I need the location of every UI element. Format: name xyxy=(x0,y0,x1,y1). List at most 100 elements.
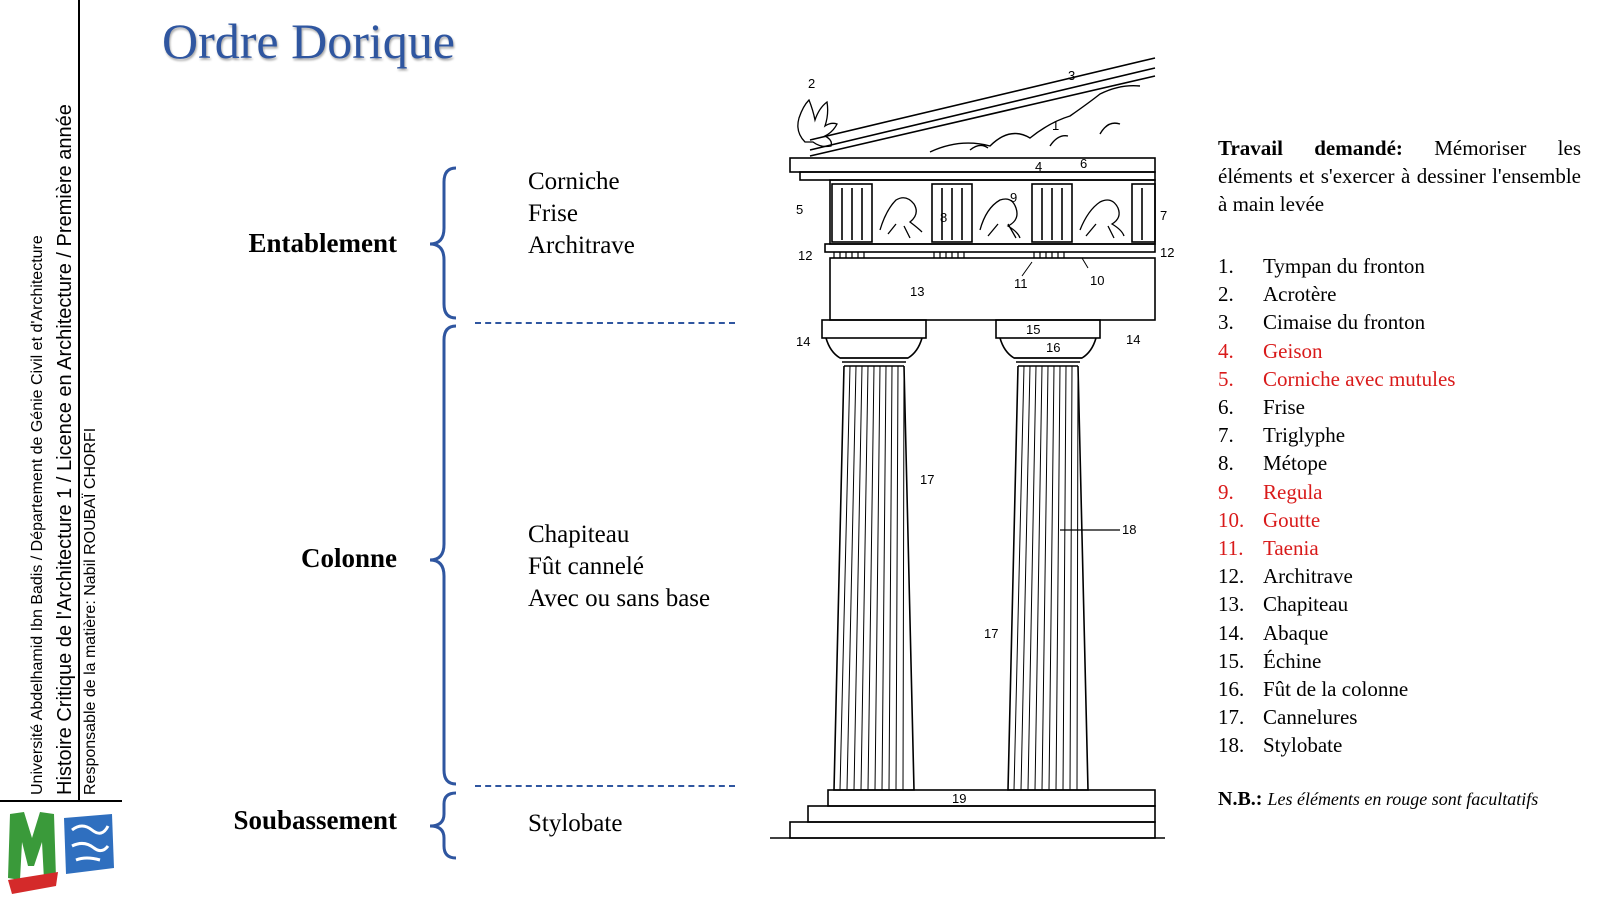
legend-item: 16. Fût de la colonne xyxy=(1218,675,1455,703)
legend-number: 5. xyxy=(1218,366,1234,391)
diagram-label-9: 9 xyxy=(1010,190,1017,205)
legend-text: Regula xyxy=(1263,479,1323,504)
geison xyxy=(789,157,1156,173)
abacus-right xyxy=(995,319,1101,339)
group-label-entablement: Entablement xyxy=(248,228,398,258)
legend-item: 5.Corniche avec mutules xyxy=(1218,365,1455,393)
diagram-label-15: 15 xyxy=(1026,322,1040,337)
acroterion xyxy=(797,98,838,148)
legend-text: Cimaise du fronton xyxy=(1263,310,1426,335)
diagram-label-14a: 14 xyxy=(796,334,810,349)
flutes-left xyxy=(839,365,905,791)
task-text: Mémoriser les éléments et s'exercer à de… xyxy=(1218,136,1581,216)
diagram-label-8: 8 xyxy=(940,210,947,225)
legend-number: 8. xyxy=(1218,451,1234,476)
sidebar-divider-vertical xyxy=(78,0,80,800)
task-label: Travail demandé: xyxy=(1218,136,1403,160)
echinus-left xyxy=(825,337,923,359)
step-2 xyxy=(807,805,1156,823)
legend-item: 6.Frise xyxy=(1218,393,1455,421)
triglyphs xyxy=(831,183,1156,243)
doric-order-diagram: 1 2 3 4 5 6 7 8 9 10 11 12 12 13 14 14 1… xyxy=(770,57,1174,839)
legend-text: Tympan du fronton xyxy=(1263,254,1425,278)
legend-number: 18. xyxy=(1218,733,1245,758)
guttae xyxy=(833,252,1065,258)
diagram-label-4: 4 xyxy=(1035,159,1042,174)
pediment-sloping-cornice xyxy=(809,57,1156,157)
diagram-label-11: 11 xyxy=(1014,276,1028,291)
legend-item: 15.Échine xyxy=(1218,647,1455,675)
legend-number: 1. xyxy=(1218,254,1234,278)
diagram-label-18: 18 xyxy=(1122,522,1136,537)
diagram-label-17a: 17 xyxy=(920,472,934,487)
legend-item: 11. Taenia xyxy=(1218,534,1455,562)
diagram-label-2: 2 xyxy=(808,76,815,91)
legend-number: 2. xyxy=(1218,282,1234,307)
part-fut: Fût cannelé xyxy=(528,553,644,580)
cornice xyxy=(799,171,1156,181)
legend-item: 10.Goutte xyxy=(1218,506,1455,534)
legend-item: 17.Cannelures xyxy=(1218,703,1455,731)
legend-number: 13. xyxy=(1218,592,1245,617)
column-left xyxy=(821,319,927,791)
taenia xyxy=(824,243,1156,253)
diagram-label-3: 3 xyxy=(1068,68,1075,83)
diagram-label-14b: 14 xyxy=(1126,332,1140,347)
flutes-right xyxy=(1013,365,1079,791)
part-stylobate: Stylobate xyxy=(528,810,623,837)
soubassement-parts: Stylobate xyxy=(528,808,622,840)
legend-item: 7.Triglyphe xyxy=(1218,421,1455,449)
divider-colonne-soubassement xyxy=(475,785,735,787)
column-right xyxy=(995,319,1101,791)
legend-number: 17. xyxy=(1218,705,1245,730)
diagram-label-16: 16 xyxy=(1046,340,1060,355)
legend-item: 12. Architrave xyxy=(1218,562,1455,590)
legend-item: 1. Tympan du fronton xyxy=(1218,252,1455,280)
legend-text: Abaque xyxy=(1263,620,1329,645)
legend-text: Fût de la colonne xyxy=(1263,677,1409,702)
metopes xyxy=(879,197,1125,239)
diagram-label-10: 10 xyxy=(1090,273,1104,288)
legend-number: 11. xyxy=(1218,536,1244,561)
brace-entablement xyxy=(429,166,457,320)
shaft-left xyxy=(833,365,915,791)
legend-text: Stylobate xyxy=(1263,733,1343,758)
legend-number: 12. xyxy=(1218,564,1245,589)
note-text: Les éléments en rouge sont facultatifs xyxy=(1267,789,1539,809)
step-3 xyxy=(789,821,1156,839)
legend-text: Taenia xyxy=(1263,536,1319,561)
legend-number: 14. xyxy=(1218,620,1245,645)
legend-text: Goutte xyxy=(1263,507,1321,532)
task-description: Travail demandé: Mémoriser les éléments … xyxy=(1218,134,1581,218)
diagram-label-6: 6 xyxy=(1080,156,1087,171)
diagram-label-12b: 12 xyxy=(1160,245,1174,260)
shaft-right xyxy=(1007,365,1089,791)
legend-number: 3. xyxy=(1218,310,1234,335)
diagram-label-5: 5 xyxy=(796,202,803,217)
legend-item: 9.Regula xyxy=(1218,478,1455,506)
diagram-label-13: 13 xyxy=(910,284,924,299)
legend-text: Architrave xyxy=(1263,564,1353,589)
legend-number: 16. xyxy=(1218,677,1245,702)
legend-text: Métope xyxy=(1263,451,1328,476)
part-frise: Frise xyxy=(528,200,578,227)
sidebar: Université Abdelhamid Ibn Badis / Départ… xyxy=(0,0,122,900)
frieze xyxy=(829,179,1156,245)
architrave xyxy=(829,257,1156,321)
tympanum-figures xyxy=(929,84,1141,153)
legend-text: Chapiteau xyxy=(1263,592,1349,617)
diagram-label-7: 7 xyxy=(1160,208,1167,223)
diagram-label-1: 1 xyxy=(1052,118,1059,133)
note: N.B.: Les éléments en rouge sont faculta… xyxy=(1218,788,1538,811)
legend-item: 3. Cimaise du fronton xyxy=(1218,308,1455,336)
group-label-colonne: Colonne xyxy=(300,543,397,573)
brace-soubassement xyxy=(429,791,457,860)
grouping-braces xyxy=(429,166,457,860)
university-line: Université Abdelhamid Ibn Badis / Départ… xyxy=(29,235,46,795)
legend-item: 13. Chapiteau xyxy=(1218,590,1455,618)
legend-item: 14. Abaque xyxy=(1218,619,1455,647)
legend-number: 6. xyxy=(1218,395,1234,420)
university-logo xyxy=(8,812,114,894)
part-corniche: Corniche xyxy=(528,168,620,195)
legend-item: 4.Geison xyxy=(1218,337,1455,365)
